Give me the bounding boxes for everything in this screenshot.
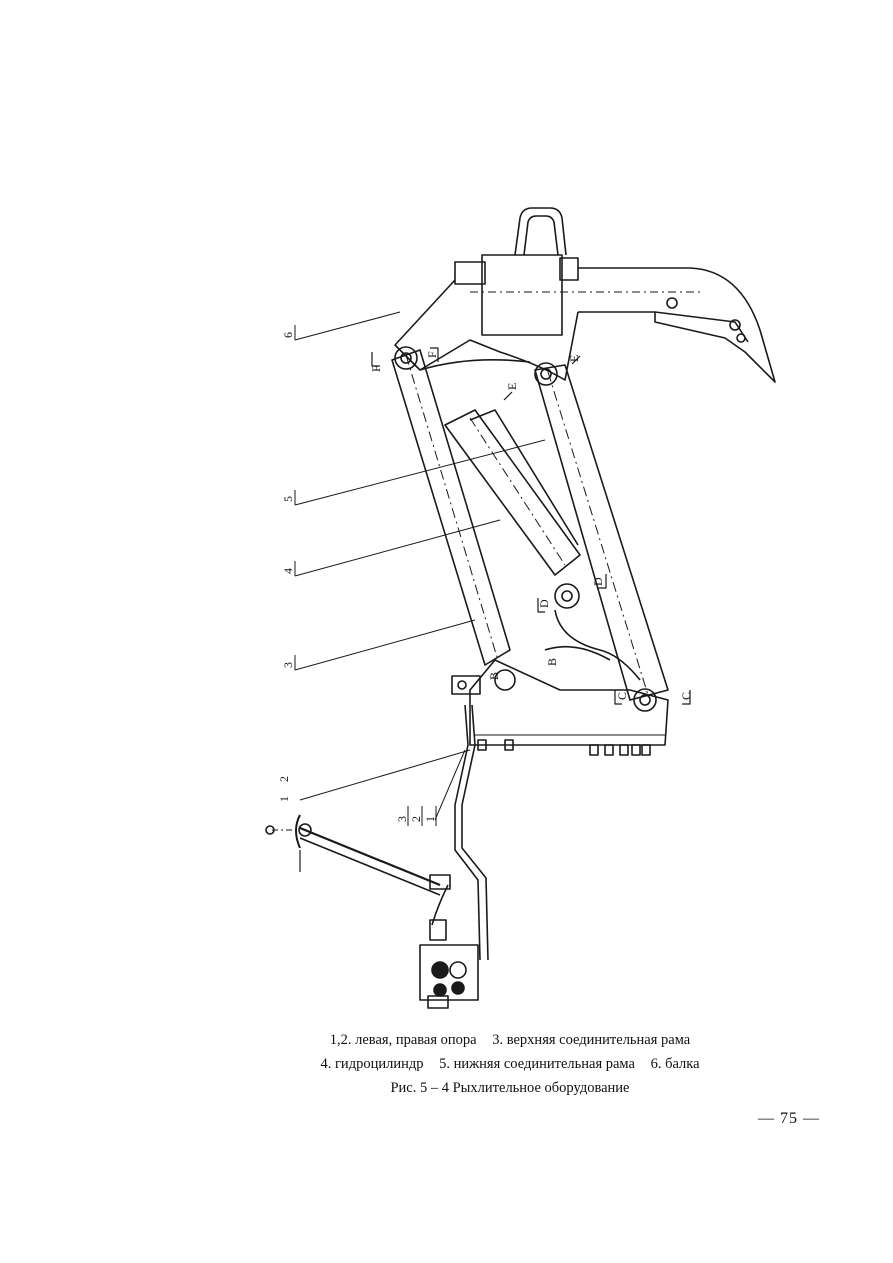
caption-item-upper-frame: 3. верхняя соединительная рама — [492, 1032, 691, 1048]
callout-3: 3 — [281, 662, 295, 668]
section-mark-c-left: C — [615, 692, 629, 700]
callout-6: 6 — [281, 332, 295, 338]
section-mark-f-right: F — [425, 351, 439, 358]
section-mark-d-right: D — [591, 577, 605, 586]
callout-1-view: 1 — [423, 816, 437, 822]
figure-title: Рис. 5 – 4 Рыхлительное оборудование — [390, 1080, 630, 1096]
caption-line-1: 1,2. левая, правая опора 3. верхняя соед… — [240, 1029, 780, 1051]
section-mark-e-right: E — [567, 355, 581, 362]
callout-5: 5 — [281, 496, 295, 502]
valve-block — [419, 944, 479, 1001]
section-mark-b-right: B — [545, 658, 559, 666]
lifting-eye — [514, 207, 567, 256]
caption-item-lower-frame: 5. нижняя соединительная рама — [439, 1056, 635, 1072]
callout-1-left: 1 — [277, 796, 291, 802]
section-mark-f-left: F — [369, 365, 383, 372]
section-mark-d-left: D — [537, 599, 551, 608]
caption-item-cylinder: 4. гидроцилиндр — [320, 1056, 424, 1072]
callout-2-left: 2 — [277, 776, 291, 782]
section-mark-c-right: C — [679, 692, 693, 700]
hydraulic-line — [454, 704, 481, 961]
bottom-frame — [469, 659, 669, 746]
control-rod — [299, 826, 441, 887]
section-mark-b-left: B — [487, 672, 501, 680]
caption-item-beam: 6. балка — [650, 1056, 700, 1072]
beam-housing — [481, 254, 563, 336]
callout-3-view: 3 — [395, 816, 409, 822]
left-strut — [391, 349, 511, 666]
caption-line-2: 4. гидроцилиндр 5. нижняя соединительная… — [240, 1053, 780, 1075]
callout-4: 4 — [281, 568, 295, 574]
upper-frame — [394, 279, 579, 381]
callout-2-view: 2 — [409, 816, 423, 822]
page-number: — 75 — — [758, 1110, 820, 1127]
caption-item-supports: 1,2. левая, правая опора — [329, 1032, 477, 1048]
beam — [578, 267, 776, 383]
section-mark-e-left: E — [505, 383, 519, 390]
hydraulic-cylinder — [444, 409, 581, 576]
